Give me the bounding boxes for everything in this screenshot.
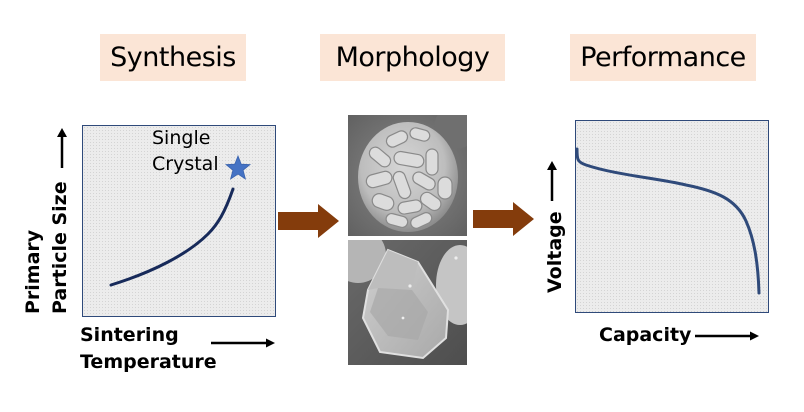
flow-arrow-right-icon (278, 204, 339, 238)
annotation-line-2: Crystal (152, 153, 219, 175)
y-label-line-1: Primary (22, 229, 44, 314)
morphology-header: Morphology (320, 34, 505, 81)
x-axis-right-arrow-icon (211, 338, 275, 348)
x-label-line-1: Sintering (80, 324, 179, 346)
star-icon (225, 155, 251, 180)
x-label-line-2: Temperature (80, 351, 217, 373)
single-crystal-annotation: Single Crystal (152, 125, 219, 177)
voltage-capacity-curve (576, 147, 761, 295)
voltage-label: Voltage (542, 211, 569, 293)
morphology-header-label: Morphology (335, 42, 490, 73)
capacity-right-arrow-icon (695, 331, 759, 341)
annotation-line-1: Single (152, 127, 211, 149)
capacity-label: Capacity (599, 322, 691, 349)
sintering-temperature-label: Sintering Temperature (80, 322, 217, 376)
voltage-up-arrow-icon (547, 161, 557, 201)
synthesis-plot (82, 125, 276, 317)
performance-header: Performance (570, 34, 756, 81)
performance-plot (575, 120, 769, 313)
synthesis-header: Synthesis (100, 34, 246, 81)
performance-header-label: Performance (580, 42, 746, 73)
synthesis-header-label: Synthesis (110, 42, 236, 73)
capacity-label-text: Capacity (599, 324, 692, 346)
particle-size-curve (109, 187, 235, 287)
sem-image-single-crystal (348, 240, 467, 365)
primary-particle-size-label: Primary Particle Size (20, 181, 74, 314)
y-label-line-2: Particle Size (49, 181, 71, 314)
sem-image-polycrystal (348, 115, 467, 236)
voltage-label-text: Voltage (544, 211, 566, 293)
flow-arrow-right-icon-2 (473, 202, 534, 236)
y-axis-up-arrow-icon (57, 128, 67, 168)
